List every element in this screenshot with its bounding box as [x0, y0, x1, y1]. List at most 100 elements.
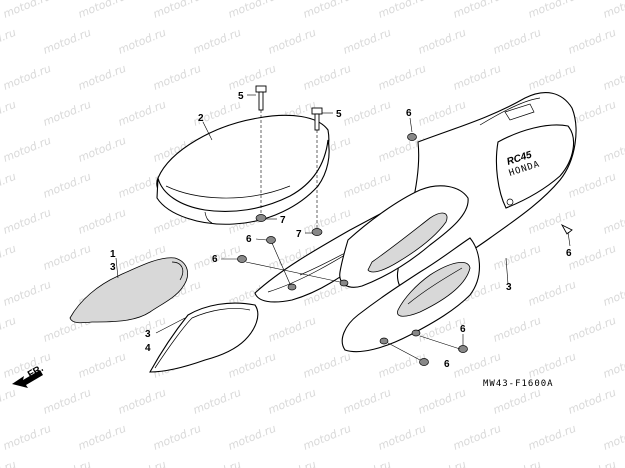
- watermark-text: motod.ru: [526, 0, 578, 21]
- watermark-text: motod.ru: [601, 0, 625, 21]
- callout-seat-nut-right: 7: [296, 229, 302, 240]
- watermark-text: motod.ru: [41, 98, 93, 129]
- watermark-text: motod.ru: [416, 458, 468, 468]
- watermark-text: motod.ru: [566, 386, 618, 417]
- watermark-text: motod.ru: [491, 386, 543, 417]
- callout-pad-upper-a: 1: [110, 249, 116, 260]
- watermark-text: motod.ru: [41, 170, 93, 201]
- watermark-text: motod.ru: [266, 386, 318, 417]
- fasteners: [237, 85, 573, 366]
- callout-seat-top-bolt-right: 5: [336, 109, 342, 120]
- watermark-text: motod.ru: [191, 26, 243, 57]
- watermark-text: motod.ru: [266, 26, 318, 57]
- callouts: 5 5 2 7 7 6 6 6 6 6 6 3 1 3 3 4: [110, 91, 572, 370]
- watermark-text: motod.ru: [301, 0, 353, 21]
- screw-icon: [560, 223, 573, 235]
- watermark-text: motod.ru: [0, 170, 18, 201]
- front-arrow: FR.: [12, 363, 46, 388]
- callout-cowl-bottom-clip-b: 6: [444, 359, 450, 370]
- watermark-text: motod.ru: [41, 242, 93, 273]
- watermark-text: motod.ru: [526, 278, 578, 309]
- watermark-text: motod.ru: [0, 26, 18, 57]
- callout-cowl-right-clip: 6: [566, 248, 572, 259]
- watermark-text: motod.ru: [226, 62, 278, 93]
- watermark-text: motod.ru: [341, 98, 393, 129]
- clip-icon: [419, 358, 429, 366]
- watermark-text: motod.ru: [116, 458, 168, 468]
- watermark-text: motod.ru: [451, 422, 503, 453]
- watermark-text: motod.ru: [526, 350, 578, 381]
- watermark-text: motod.ru: [151, 62, 203, 93]
- watermark-text: motod.ru: [226, 350, 278, 381]
- watermark-text: motod.ru: [451, 62, 503, 93]
- seat-pad-lower: [149, 302, 259, 373]
- watermark-text: motod.ru: [76, 62, 128, 93]
- watermark-text: motod.ru: [0, 458, 18, 468]
- clip-icon: [407, 133, 417, 141]
- clip-icon: [339, 279, 349, 287]
- watermark-text: motod.ru: [1, 422, 53, 453]
- watermark-text: motod.ru: [1, 134, 53, 165]
- watermark-text: motod.ru: [151, 422, 203, 453]
- watermark-text: motod.ru: [76, 206, 128, 237]
- watermark-text: motod.ru: [1, 206, 53, 237]
- watermark-text: motod.ru: [526, 62, 578, 93]
- watermark-text: motod.ru: [451, 0, 503, 21]
- watermark-text: motod.ru: [491, 242, 543, 273]
- watermark-text: motod.ru: [116, 26, 168, 57]
- watermark-text: motod.ru: [226, 422, 278, 453]
- watermark-text: motod.ru: [566, 458, 618, 468]
- watermark-text: motod.ru: [451, 350, 503, 381]
- watermark-text: motod.ru: [0, 314, 18, 345]
- watermark-text: motod.ru: [1, 62, 53, 93]
- nut-icon: [255, 214, 267, 222]
- watermark-text: motod.ru: [0, 98, 18, 129]
- clip-icon: [411, 329, 421, 337]
- callout-cowl-bottom-clip-a: 6: [460, 324, 466, 335]
- watermark-text: motod.ru: [376, 62, 428, 93]
- watermark-text: motod.ru: [301, 422, 353, 453]
- watermark-text: motod.ru: [226, 0, 278, 21]
- callout-rear-cowl: 3: [506, 282, 512, 293]
- watermark-text: motod.ru: [301, 350, 353, 381]
- callout-pad-upper-b: 3: [110, 262, 116, 273]
- watermark-text: motod.ru: [566, 170, 618, 201]
- nut-icon: [311, 228, 323, 236]
- watermark-text: motod.ru: [341, 458, 393, 468]
- watermark-text: motod.ru: [1, 278, 53, 309]
- watermark-text: motod.ru: [601, 206, 625, 237]
- clip-icon: [266, 236, 276, 244]
- watermark-text: motod.ru: [566, 242, 618, 273]
- watermark-text: motod.ru: [1, 350, 53, 381]
- callout-seat: 2: [198, 113, 204, 124]
- watermark-text: motod.ru: [341, 386, 393, 417]
- watermark-text: motod.ru: [151, 0, 203, 21]
- watermark-text: motod.ru: [566, 26, 618, 57]
- watermark-text: motod.ru: [416, 386, 468, 417]
- watermark-text: motod.ru: [491, 458, 543, 468]
- watermark-text: motod.ru: [376, 350, 428, 381]
- watermark-text: motod.ru: [1, 0, 53, 21]
- watermark-text: motod.ru: [601, 278, 625, 309]
- figure-code: MW43-F1600A: [483, 379, 554, 389]
- watermark-text: motod.ru: [301, 62, 353, 93]
- watermark-text: motod.ru: [76, 350, 128, 381]
- watermark-text: motod.ru: [0, 386, 18, 417]
- watermark-text: motod.ru: [376, 422, 428, 453]
- watermark-text: motod.ru: [601, 350, 625, 381]
- watermark-text: motod.ru: [76, 422, 128, 453]
- watermark-text: motod.ru: [266, 314, 318, 345]
- watermark-text: motod.ru: [376, 0, 428, 21]
- clip-icon: [379, 337, 389, 345]
- clip-icon: [458, 345, 468, 353]
- callout-cowl-top-clip: 6: [406, 108, 412, 119]
- watermark-text: motod.ru: [41, 386, 93, 417]
- watermark-text: motod.ru: [76, 134, 128, 165]
- watermark-text: motod.ru: [341, 170, 393, 201]
- watermark-text: motod.ru: [526, 206, 578, 237]
- watermark-text: motod.ru: [526, 422, 578, 453]
- watermark-text: motod.ru: [601, 422, 625, 453]
- watermark-text: motod.ru: [76, 0, 128, 21]
- leader-lines: [115, 94, 571, 361]
